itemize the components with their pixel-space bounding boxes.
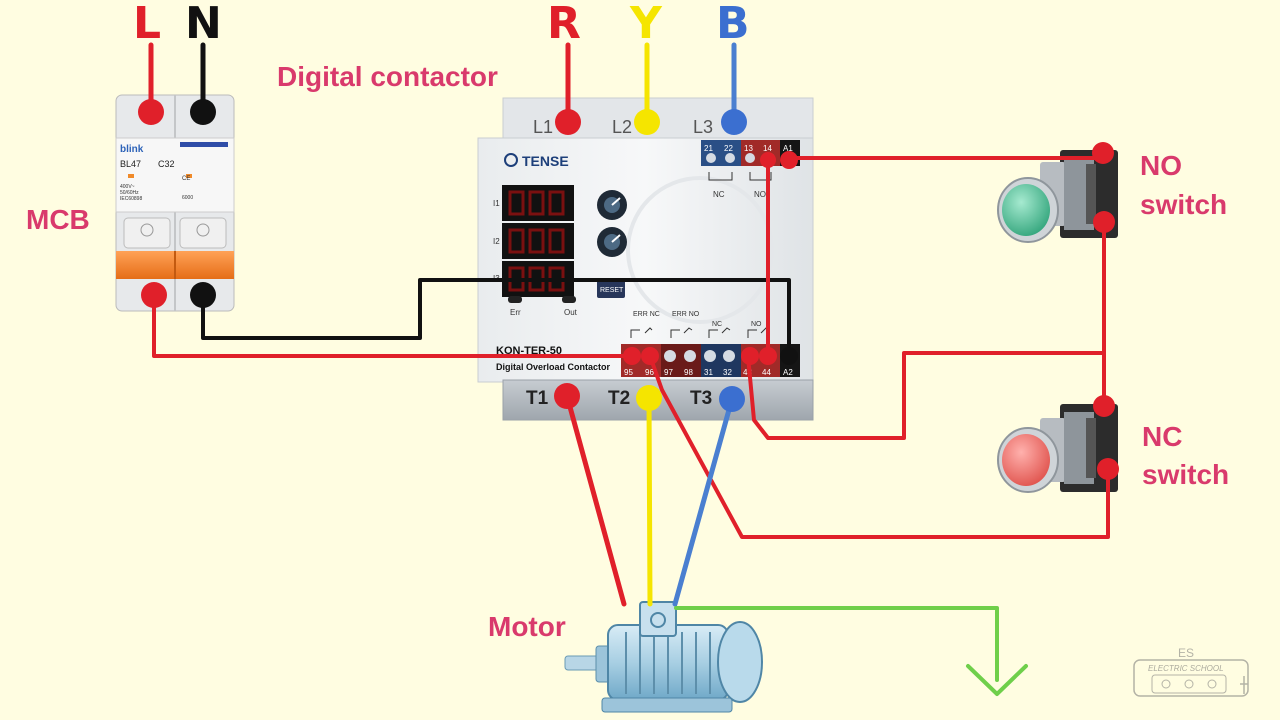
wire-mcb-l-to-95 (152, 293, 634, 358)
mcb-spec-1: 400V~ (120, 184, 135, 190)
terminal-22-label: 22 (724, 144, 733, 153)
terminal-98-label: 98 (684, 368, 693, 377)
label-no-switch-line2: switch (1140, 189, 1227, 220)
terminal-13-label: 13 (744, 144, 753, 153)
phase-label-N: N (185, 0, 222, 49)
mcb-breaker: blink BL47 C32 400V~ 50/60Hz IEC60898 CE… (115, 94, 235, 312)
wire-a1-to-no-switch (787, 151, 1105, 160)
tense-logo-icon (504, 153, 518, 167)
phase-label-L: L (133, 0, 161, 49)
earth-ground-icon (966, 664, 1028, 696)
watermark-text: ELECTRIC SCHOOL (1148, 664, 1224, 673)
terminal-21-label: 21 (704, 144, 713, 153)
display-label-i1: I1 (493, 199, 500, 208)
mcb-spec-2: 50/60Hz (120, 190, 139, 196)
watermark-logo: ES (1178, 646, 1194, 660)
terminal-T2-label: T2 (608, 388, 630, 409)
terminal-97-label: 97 (664, 368, 673, 377)
label-nc-switch-line1: NC (1142, 421, 1182, 452)
wire-nc-to-43 (746, 351, 1106, 440)
mcb-rating-left: BL47 (120, 159, 141, 169)
connection-points (138, 99, 1119, 480)
phase-label-Y: Y (629, 0, 663, 49)
terminal-L3-label: L3 (693, 117, 713, 137)
motor-terminal-box (639, 601, 677, 637)
wire-t1-to-motor (564, 393, 627, 607)
label-digital-contactor: Digital contactor (277, 61, 498, 92)
wire-mcb-n-to-a2 (201, 278, 791, 358)
reset-button-label: RESET (600, 287, 624, 294)
mcb-brand: blink (120, 144, 144, 155)
terminal-T1-label: T1 (526, 388, 549, 409)
terminal-44-label: 44 (762, 368, 771, 377)
wire-t3-to-motor (672, 396, 735, 607)
wire-96-to-nc-switch (648, 354, 1110, 539)
label-mcb: MCB (26, 204, 90, 235)
mcb-rating-right: C32 (158, 159, 175, 169)
label-motor: Motor (488, 611, 566, 642)
top-group-nc-label: NC (713, 190, 725, 199)
phase-label-B: B (716, 0, 750, 49)
wire-t2-to-motor (646, 395, 653, 607)
brand-name: TENSE (522, 153, 569, 169)
display-label-i2: I2 (493, 237, 500, 246)
mcb-ce: CE (182, 176, 190, 182)
wire-earth (674, 606, 999, 682)
err-led-label: Err (510, 308, 521, 317)
group-nc-label: NC (712, 321, 722, 328)
terminal-L2-label: L2 (612, 117, 632, 137)
label-no-switch-line1: NO (1140, 150, 1182, 181)
mcb-cap: 6000 (182, 195, 193, 201)
terminal-L1-label: L1 (533, 117, 553, 137)
mcb-spec-3: IEC60898 (120, 196, 142, 202)
terminal-14-label: 14 (763, 144, 772, 153)
reset-button[interactable] (597, 278, 625, 298)
terminal-A1-label: A1 (783, 144, 793, 153)
wires (148, 42, 1110, 696)
device-subtitle: Digital Overload Contactor (496, 362, 611, 372)
terminal-A2-label: A2 (783, 368, 793, 377)
terminal-31-label: 31 (704, 368, 713, 377)
group-no-label: NO (751, 321, 762, 328)
group-err-no-label: ERR NO (672, 311, 700, 318)
plug-icon (1240, 676, 1248, 694)
terminal-96-label: 96 (645, 368, 654, 377)
nc-push-button[interactable] (997, 404, 1118, 493)
out-led-label: Out (564, 308, 578, 317)
motor (564, 601, 763, 713)
watermark: ES ELECTRIC SCHOOL (1133, 646, 1249, 697)
label-nc-switch-line2: switch (1142, 459, 1229, 490)
terminal-95-label: 95 (624, 368, 633, 377)
terminal-T3-label: T3 (690, 388, 712, 409)
group-err-nc-label: ERR NC (633, 311, 660, 318)
top-group-no-label: NO (754, 190, 766, 199)
digital-contactor-device: L1 L2 L3 TENSE I1 I2 I3 Err Out (477, 97, 814, 421)
terminal-32-label: 32 (723, 368, 732, 377)
phase-label-R: R (547, 0, 581, 49)
